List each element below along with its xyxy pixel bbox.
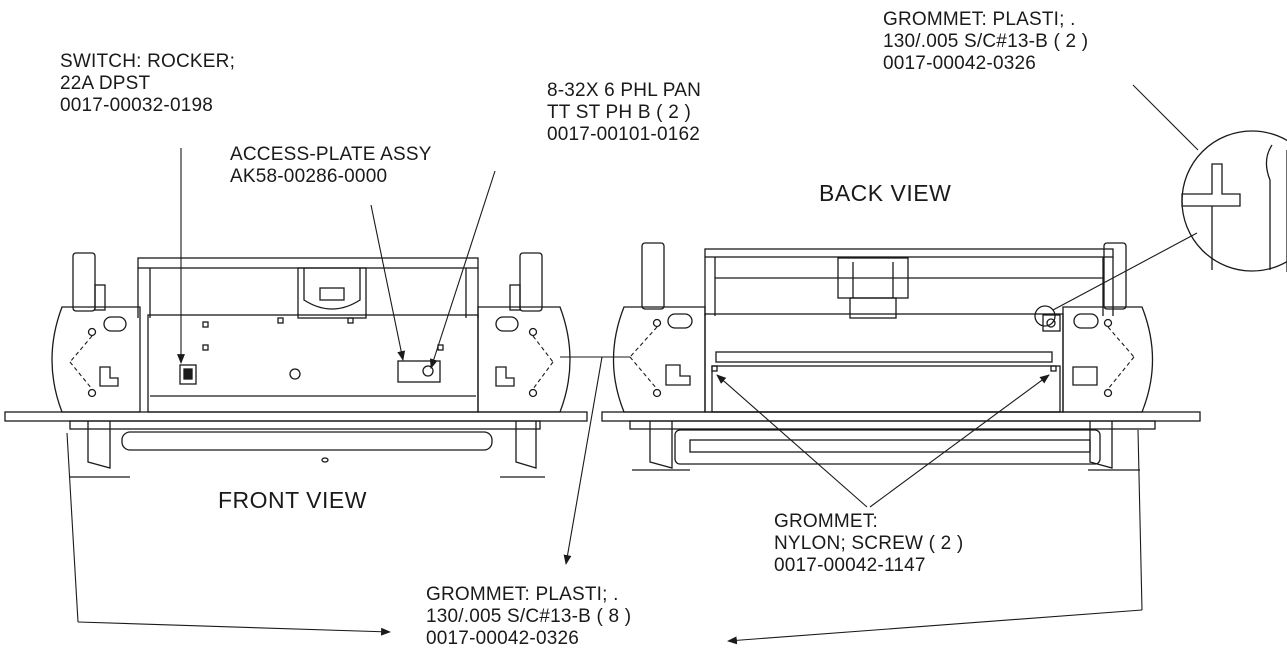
callout-grommet-bottom: GROMMET: PLASTI; . 130/.005 S/C#13-B ( 8… (426, 584, 632, 649)
leader-nylon-left (716, 374, 868, 508)
leader-bottom-left-h (77, 621, 391, 636)
callout-grommet-top: GROMMET: PLASTI; . 130/.005 S/C#13-B ( 2… (883, 9, 1089, 74)
callout-switch: SWITCH: ROCKER; 22A DPST 0017-00032-0198 (60, 51, 236, 116)
front-view-title: FRONT VIEW (218, 487, 367, 513)
leader-nylon-right (869, 374, 1050, 508)
leader-bottom-left (66, 432, 79, 623)
leader-bottom-center (563, 356, 603, 565)
leader-screw (429, 170, 496, 369)
leader-bottom-right (1137, 429, 1143, 611)
callout-access-plate: ACCESS-PLATE ASSY AK58-00286-0000 (230, 144, 432, 187)
detail-circle (1034, 130, 1287, 327)
leader-bottom-right-h (727, 609, 1143, 645)
front-view-assembly (4, 252, 588, 478)
callout-grommet-nylon: GROMMET: NYLON; SCREW ( 2 ) 0017-00042-1… (774, 511, 964, 576)
back-view-title: BACK VIEW (819, 180, 952, 206)
leader-access-plate (370, 204, 406, 361)
back-view-assembly (601, 242, 1201, 471)
leader-lines (66, 84, 1199, 645)
leader-grommet-top (1132, 84, 1199, 151)
leader-detail (1052, 232, 1198, 311)
callout-screw: 8-32X 6 PHL PAN TT ST PH B ( 2 ) 0017-00… (547, 80, 702, 145)
